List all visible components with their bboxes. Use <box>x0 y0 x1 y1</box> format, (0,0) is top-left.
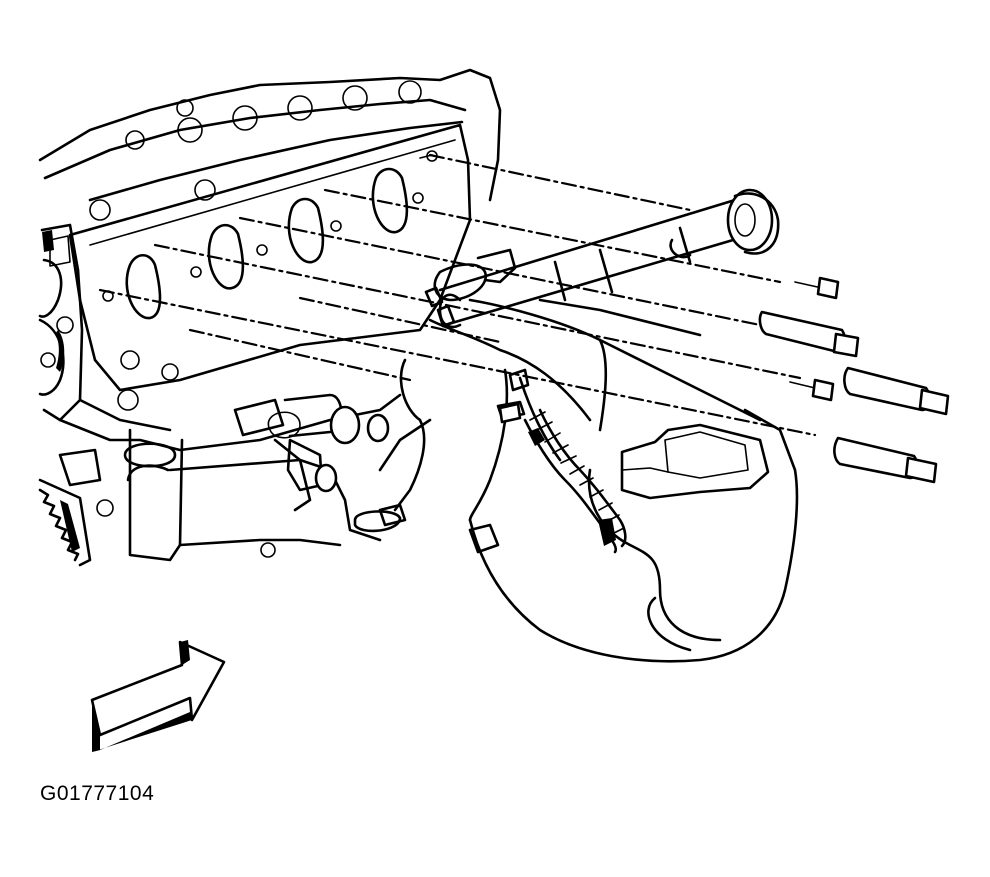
figure-id-label: G01777104 <box>40 782 155 805</box>
exhaust-manifold <box>353 298 799 663</box>
stud-upper <box>758 310 860 358</box>
direction-arrow-icon <box>90 640 226 752</box>
bolt-middle <box>789 378 835 402</box>
heat-shield-tube <box>438 188 780 329</box>
stud-middle <box>843 366 950 416</box>
stud-lower <box>833 436 938 484</box>
oxygen-sensor <box>523 408 627 554</box>
bolt-top <box>794 276 840 300</box>
studs-and-nuts <box>498 276 950 484</box>
alignment-lines <box>98 153 817 437</box>
cylinder-head <box>38 68 502 567</box>
